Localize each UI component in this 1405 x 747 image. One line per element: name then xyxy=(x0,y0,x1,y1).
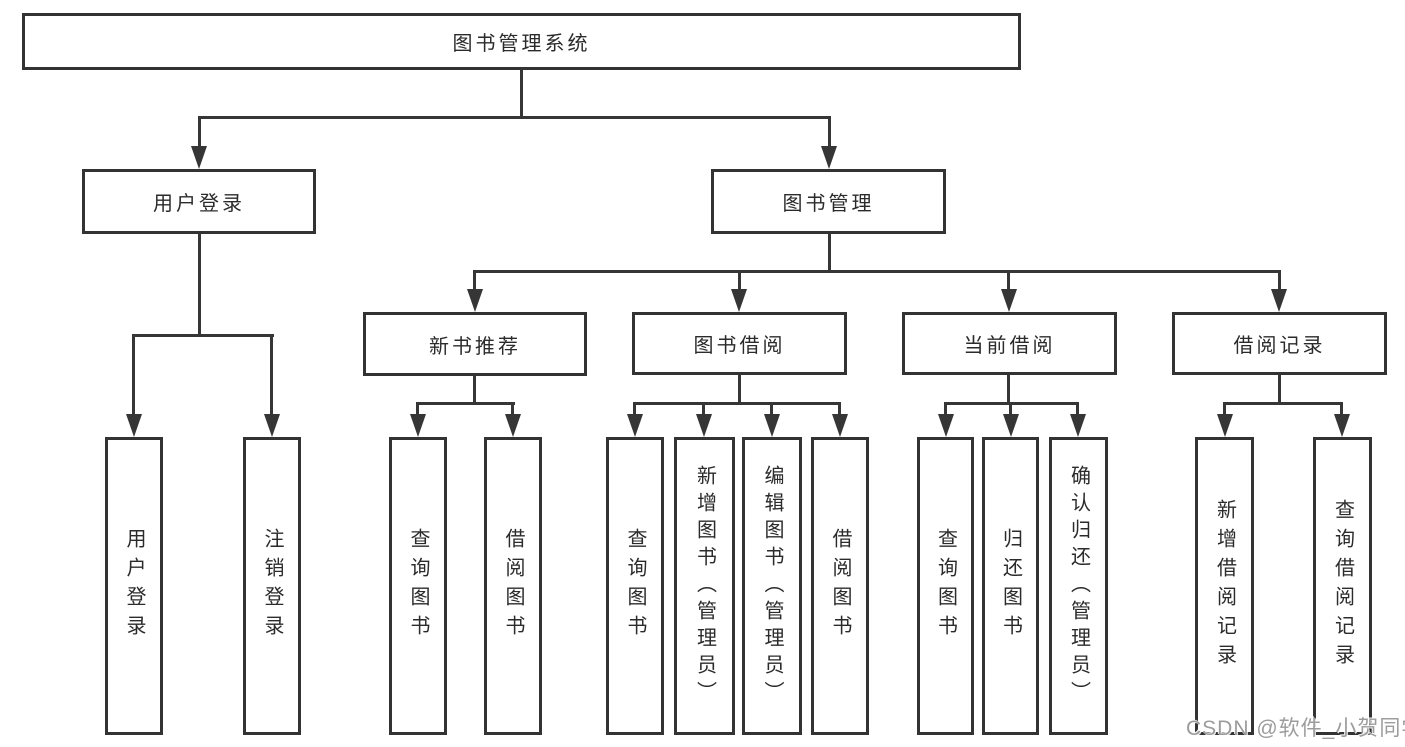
connector-line xyxy=(511,402,514,416)
leaf-logout: 注销登录 xyxy=(243,437,301,735)
arrowhead-down-icon xyxy=(1070,414,1086,437)
arrowhead-down-icon xyxy=(191,146,207,169)
arrowhead-down-icon xyxy=(1334,414,1350,437)
leaf-newbook-borrow-books: 借阅图书 xyxy=(484,437,542,735)
connector-line xyxy=(738,375,741,405)
connector-line xyxy=(198,116,831,119)
connector-line xyxy=(1278,375,1281,405)
node-book-management: 图书管理 xyxy=(711,169,946,234)
connector-line xyxy=(473,375,476,405)
connector-line xyxy=(702,402,705,416)
leaf-records-query-record: 查询借阅记录 xyxy=(1313,437,1372,735)
arrowhead-down-icon xyxy=(1217,414,1233,437)
arrowhead-down-icon xyxy=(832,414,848,437)
arrowhead-down-icon xyxy=(1003,414,1019,437)
leaf-borrow-add-books-admin: 新增图书（管理员） xyxy=(674,437,735,735)
connector-line xyxy=(838,402,841,416)
node-new-book-recommend: 新书推荐 xyxy=(363,312,587,376)
connector-line xyxy=(1340,402,1343,416)
leaf-borrow-edit-books-admin: 编辑图书（管理员） xyxy=(742,437,802,735)
connector-line xyxy=(828,116,831,148)
node-book-borrow: 图书借阅 xyxy=(632,312,847,375)
arrowhead-down-icon xyxy=(126,414,142,437)
connector-line xyxy=(270,334,273,416)
arrowhead-down-icon xyxy=(764,414,780,437)
connector-line xyxy=(473,270,1281,273)
connector-line xyxy=(416,402,515,405)
arrowhead-down-icon xyxy=(627,414,643,437)
node-root: 图书管理系统 xyxy=(22,13,1021,70)
connector-line xyxy=(1007,375,1010,405)
connector-line xyxy=(132,334,274,337)
connector-line xyxy=(770,402,773,416)
leaf-user-login: 用户登录 xyxy=(105,437,163,735)
connector-line xyxy=(1223,402,1226,416)
leaf-current-return-books: 归还图书 xyxy=(982,437,1039,735)
arrowhead-down-icon xyxy=(1271,289,1287,312)
arrowhead-down-icon xyxy=(821,146,837,169)
arrowhead-down-icon xyxy=(264,414,280,437)
connector-line xyxy=(198,234,201,336)
leaf-borrow-query-books: 查询图书 xyxy=(606,437,664,735)
connector-line xyxy=(828,234,831,272)
connector-line xyxy=(132,334,135,416)
leaf-borrow-borrow-books: 借阅图书 xyxy=(811,437,869,735)
arrowhead-down-icon xyxy=(467,289,483,312)
arrowhead-down-icon xyxy=(505,414,521,437)
connector-line xyxy=(944,402,947,416)
connector-line xyxy=(1076,402,1079,416)
connector-line xyxy=(633,402,841,405)
connector-line xyxy=(1007,270,1010,292)
leaf-newbook-query-books: 查询图书 xyxy=(389,437,447,735)
arrowhead-down-icon xyxy=(1001,289,1017,312)
leaf-current-confirm-return-admin: 确认归还（管理员） xyxy=(1049,437,1108,735)
connector-line xyxy=(473,270,476,292)
connector-line xyxy=(738,270,741,292)
leaf-current-query-books: 查询图书 xyxy=(917,437,974,735)
connector-line xyxy=(1009,402,1012,416)
connector-line xyxy=(1223,402,1343,405)
arrowhead-down-icon xyxy=(938,414,954,437)
csdn-watermark: CSDN @软件_小贺同学 xyxy=(1186,717,1405,740)
leaf-records-add-record: 新增借阅记录 xyxy=(1195,437,1254,735)
connector-line xyxy=(633,402,636,416)
connector-line xyxy=(198,116,201,148)
arrowhead-down-icon xyxy=(410,414,426,437)
arrowhead-down-icon xyxy=(696,414,712,437)
connector-line xyxy=(520,69,523,119)
node-current-borrow: 当前借阅 xyxy=(902,312,1117,375)
arrowhead-down-icon xyxy=(731,289,747,312)
node-user-login: 用户登录 xyxy=(82,169,316,234)
connector-line xyxy=(416,402,419,416)
node-borrow-records: 借阅记录 xyxy=(1172,312,1387,375)
connector-line xyxy=(1278,270,1281,292)
